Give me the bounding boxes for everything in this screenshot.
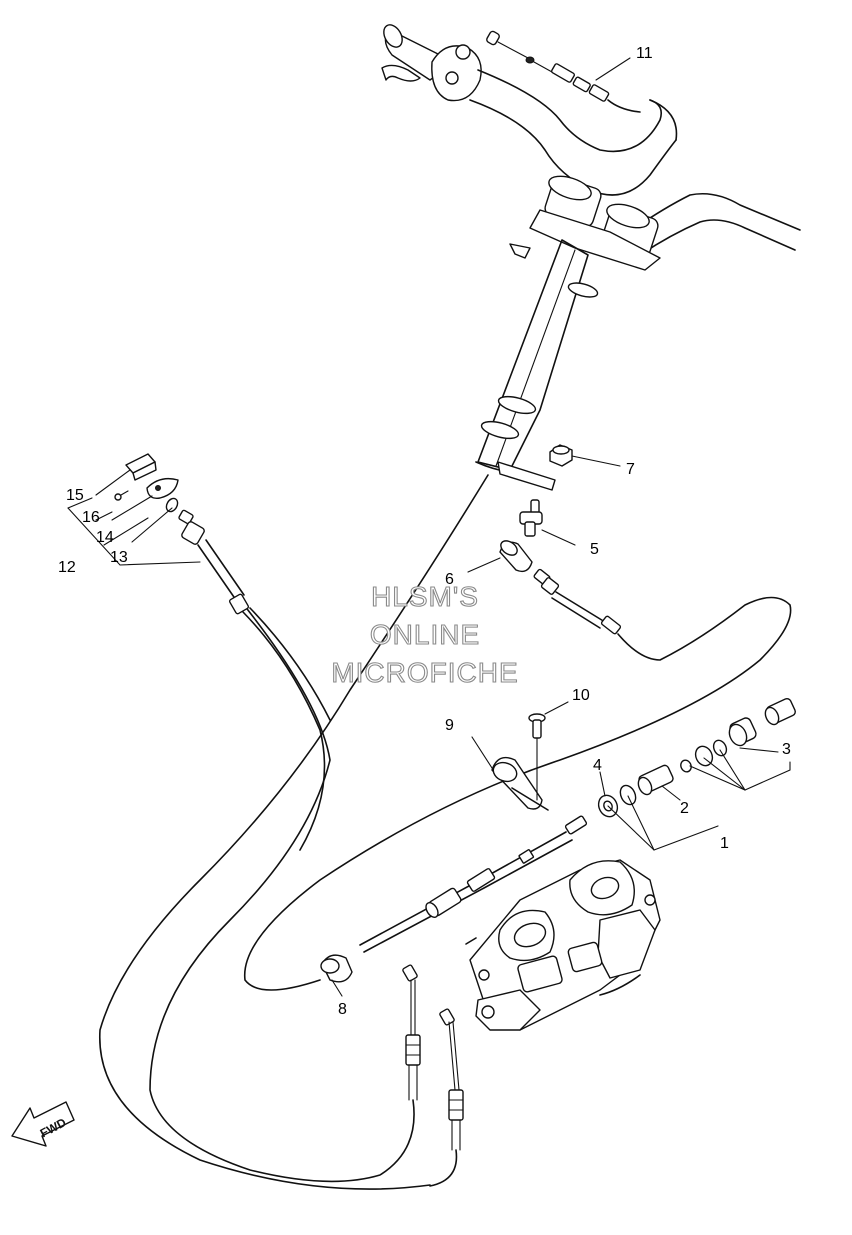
- bottom-cables: [149, 599, 464, 1187]
- steering-cable-lower: [320, 815, 588, 983]
- callout-2: 2: [680, 800, 689, 817]
- callout-9: 9: [445, 717, 454, 734]
- part-2-fitting: [637, 764, 674, 796]
- pump-assembly: [465, 859, 661, 1031]
- callout-7: 7: [626, 461, 635, 478]
- steering-column: [475, 239, 599, 491]
- callout-13: 13: [110, 549, 128, 566]
- callout-16: 16: [82, 509, 100, 526]
- callout-14: 14: [96, 529, 114, 546]
- callout-10: 10: [572, 687, 590, 704]
- part-9-clamp: [491, 756, 549, 811]
- callout-11: 11: [636, 45, 653, 62]
- callout-3: 3: [782, 741, 791, 758]
- fwd-direction-arrow: FWD: [11, 1101, 75, 1147]
- callout-1: 1: [720, 835, 729, 852]
- watermark-line-1: HLSM'S: [371, 581, 479, 612]
- callout-5: 5: [590, 541, 599, 558]
- callout-12: 12: [58, 559, 76, 576]
- part-12-cable-assembly: [67, 453, 331, 851]
- callout-15: 15: [66, 487, 84, 504]
- part-5-joint: [519, 499, 543, 537]
- callout-8: 8: [338, 1001, 347, 1018]
- shift-cable-upper: [243, 568, 792, 991]
- callout-4: 4: [593, 757, 602, 774]
- watermark-line-2: ONLINE: [370, 619, 480, 650]
- callout-6: 6: [445, 571, 454, 588]
- leader-lines: [95, 57, 791, 997]
- part-3-adjuster: [680, 697, 796, 773]
- part-6-boot: [499, 540, 533, 573]
- callout-labels: 11 7 5 6 10 9 4 3 2 1 8 15 16 14 13 12: [58, 45, 791, 1018]
- handlebar: [381, 24, 801, 271]
- throttle-cable: [99, 30, 641, 1190]
- part-7-nut: [549, 444, 573, 467]
- watermark: HLSM'S ONLINE MICROFICHE: [331, 580, 518, 688]
- part-10-screw: [528, 713, 546, 801]
- watermark-line-3: MICROFICHE: [331, 657, 518, 688]
